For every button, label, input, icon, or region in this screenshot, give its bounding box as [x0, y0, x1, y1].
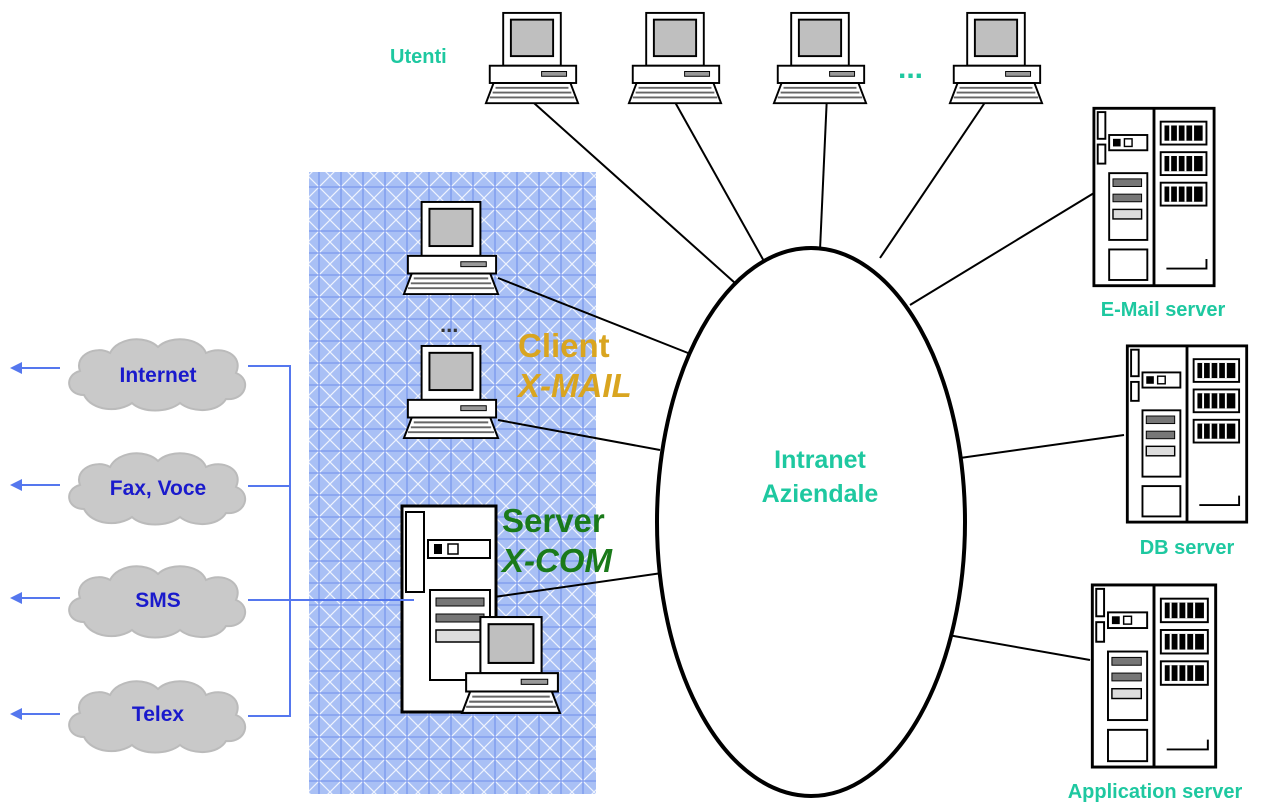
client-ellipsis: ... — [440, 312, 458, 337]
channel-arrows — [10, 362, 22, 720]
email-server-icon — [1092, 106, 1216, 288]
user-computer-icon — [627, 11, 723, 105]
client-product-label: X-MAIL — [516, 367, 632, 404]
intranet-label-line2: Aziendale — [762, 480, 879, 508]
user-computer-icon — [772, 11, 868, 105]
channel-fax-voice-label: Fax, Voce — [110, 477, 207, 500]
db-server-icon — [1125, 344, 1249, 524]
channel-internet-label: Internet — [119, 364, 196, 387]
user-computer-icon — [948, 11, 1044, 105]
email-server-label: E-Mail server — [1101, 299, 1226, 321]
users-ellipsis: ... — [898, 52, 923, 85]
channel-bus — [20, 365, 414, 717]
application-server-icon — [1090, 583, 1218, 769]
intranet-ellipse — [655, 246, 967, 798]
server-connections — [909, 192, 1125, 661]
channel-telex-label: Telex — [132, 703, 184, 726]
server-product-label: X-COM — [500, 542, 614, 579]
client-label: Client — [518, 327, 610, 364]
client-connections — [493, 277, 689, 598]
db-server-label: DB server — [1140, 537, 1235, 559]
channel-sms-label: SMS — [135, 589, 181, 612]
intranet-label-line1: Intranet — [774, 446, 866, 474]
user-connections — [524, 94, 991, 284]
application-server-label: Application server — [1068, 781, 1243, 803]
x-com-server-icon — [400, 504, 498, 714]
users-label: Utenti — [390, 46, 447, 68]
server-label: Server — [502, 502, 605, 539]
user-computer-icon — [484, 11, 580, 105]
